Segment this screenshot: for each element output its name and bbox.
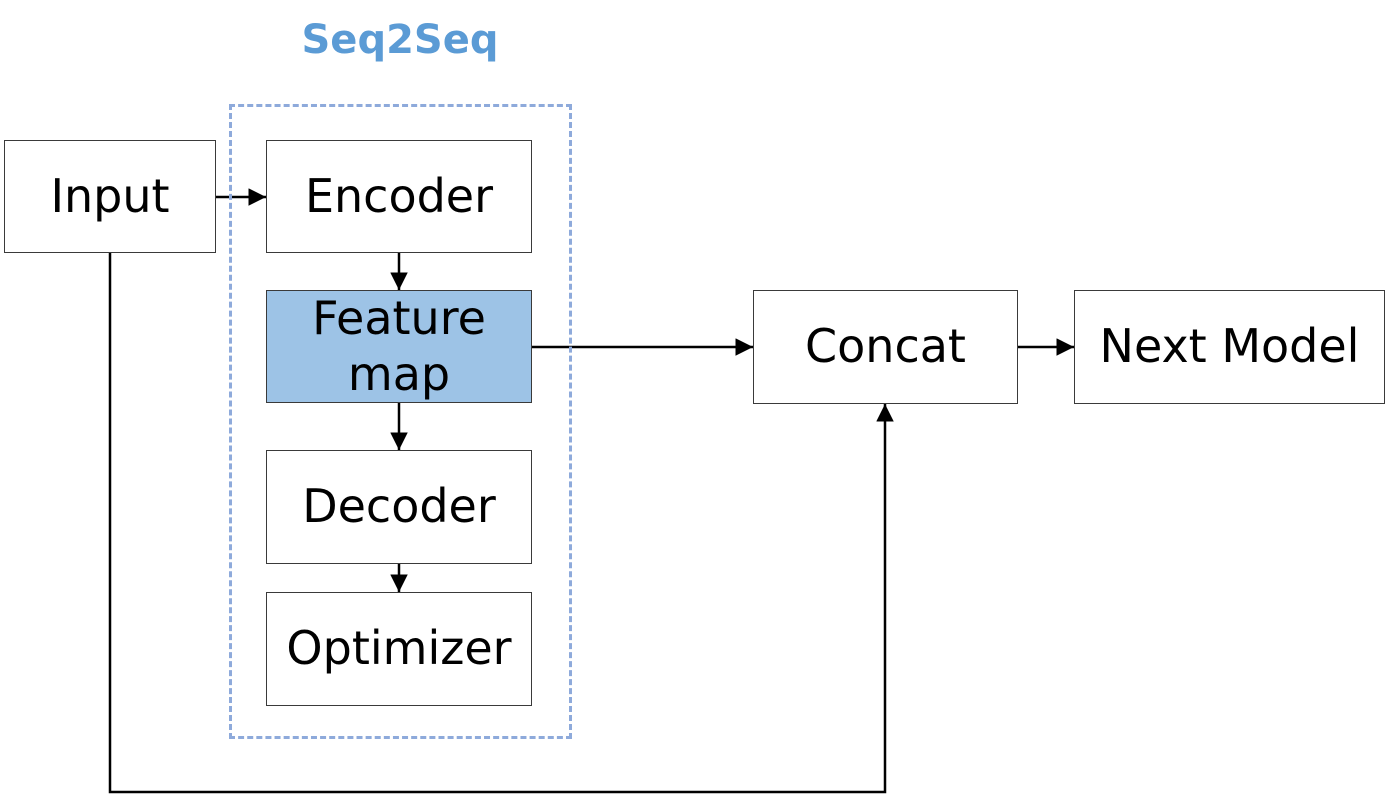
feature-map-label: Feature map (312, 291, 486, 401)
feature-map-box: Feature map (266, 290, 532, 403)
encoder-label: Encoder (304, 168, 494, 223)
optimizer-box: Optimizer (266, 592, 532, 706)
input-label: Input (50, 168, 170, 223)
encoder-box: Encoder (266, 140, 532, 253)
arrow-input-skip-to-concat (108, 253, 894, 794)
next-model-box: Next Model (1074, 290, 1385, 404)
seq2seq-group-title: Seq2Seq (301, 17, 499, 63)
concat-label: Concat (805, 319, 966, 374)
optimizer-label: Optimizer (286, 621, 512, 676)
decoder-box: Decoder (266, 450, 532, 564)
input-box: Input (4, 140, 216, 253)
concat-box: Concat (753, 290, 1018, 404)
seq2seq-group-frame (229, 104, 572, 739)
next-model-label: Next Model (1099, 319, 1360, 374)
decoder-label: Decoder (302, 479, 496, 534)
